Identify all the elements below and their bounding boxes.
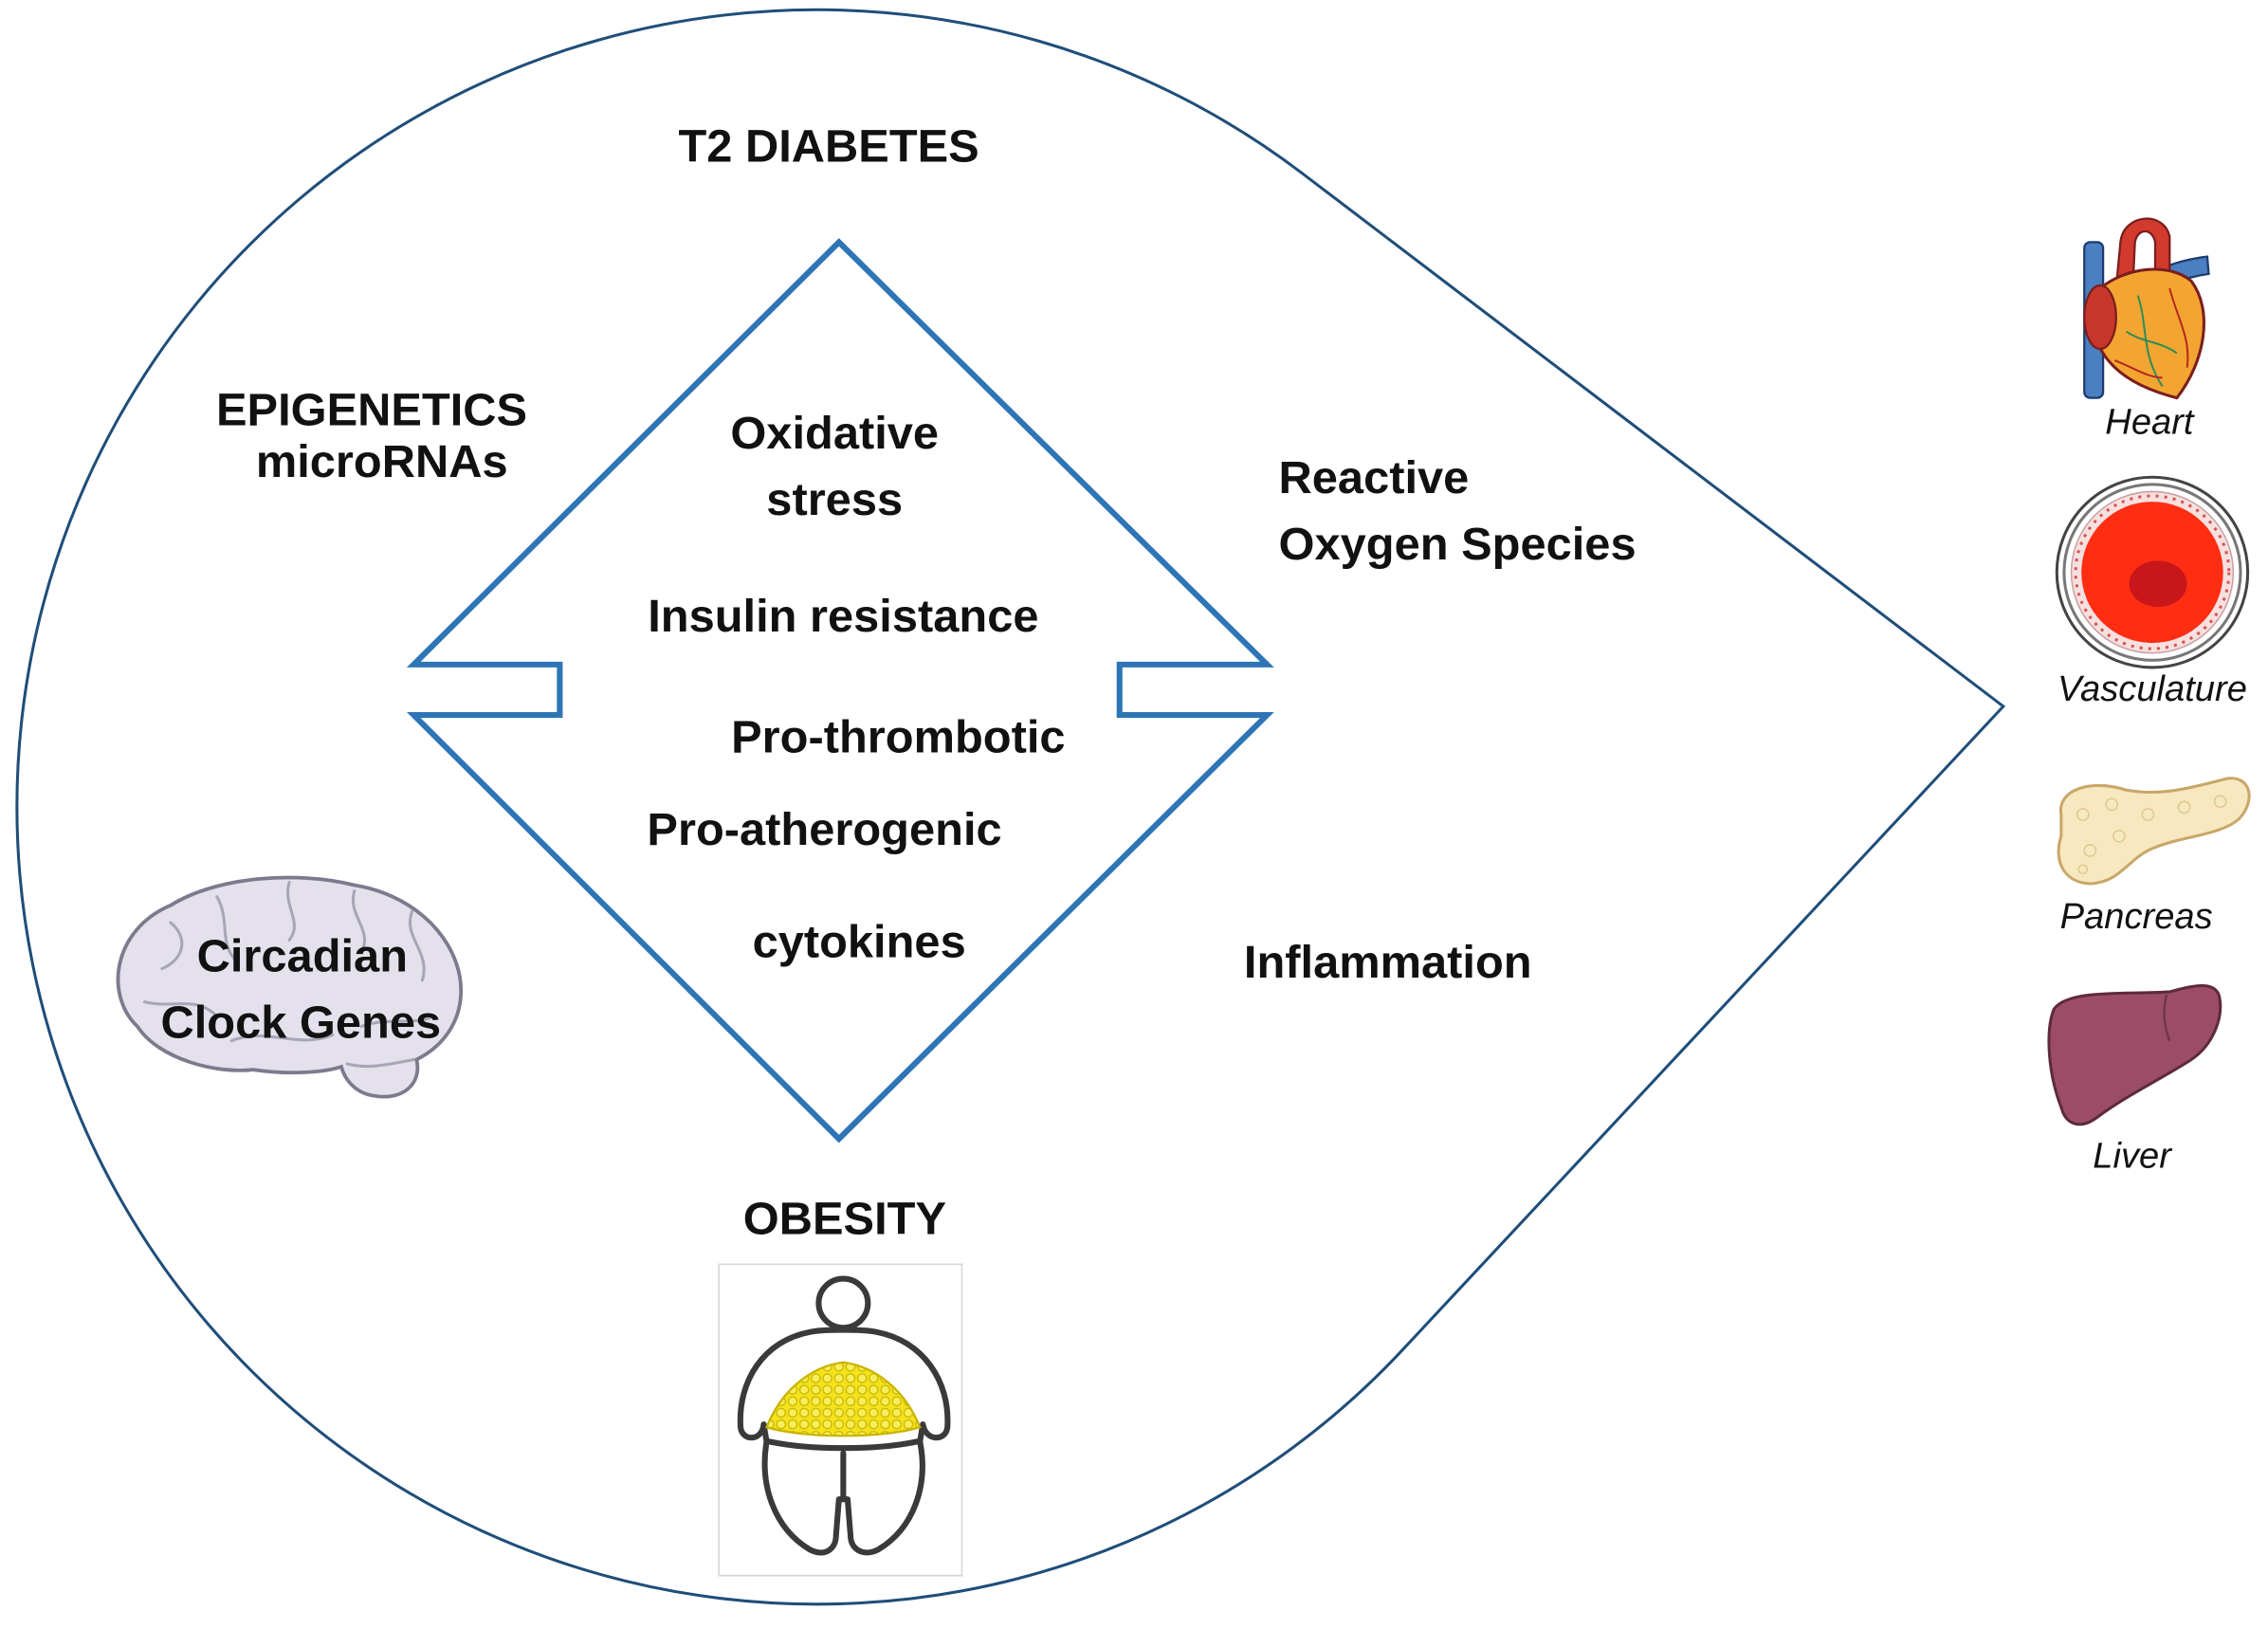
person-body [737, 1327, 951, 1556]
oxidative-label: Oxidative [730, 408, 939, 459]
micrornas-label: microRNAs [256, 436, 508, 487]
teardrop-outline [15, 8, 2006, 1606]
circadian-label: Circadian [197, 931, 408, 982]
pro-atherogenic-label: Pro-atherogenic [647, 804, 1001, 855]
clock-genes-label: Clock Genes [160, 998, 441, 1049]
oxygen-species-label: Oxygen Species [1279, 519, 1637, 570]
inflammation-label: Inflammation [1244, 937, 1532, 988]
heart-coronary-vessels [2113, 287, 2189, 387]
diamond-outline [406, 238, 1274, 1144]
obesity-label: OBESITY [743, 1193, 946, 1244]
vasculature-label: Vasculature [2058, 669, 2247, 709]
pancreas-texture [2076, 795, 2227, 875]
reactive-label: Reactive [1279, 452, 1470, 503]
insulin-resistance-label: Insulin resistance [648, 591, 1038, 642]
pancreas-icon [2057, 777, 2251, 886]
stress-label: stress [766, 474, 903, 525]
brain-shape [116, 875, 464, 1099]
obese-person-icon [718, 1263, 963, 1577]
person-head [815, 1275, 871, 1331]
epigenetics-label: EPIGENETICS [216, 385, 527, 436]
person-belly-fat [764, 1361, 922, 1437]
diamond-contents: Oxidative stress Insulin resistance Pro-… [647, 408, 1065, 968]
brain-gyri [143, 880, 436, 1069]
cytokines-label: cytokines [753, 917, 966, 968]
liver-lobe-line [2163, 994, 2171, 1042]
liver-label: Liver [2093, 1137, 2172, 1177]
pro-thrombotic-label: Pro-thrombotic [731, 712, 1065, 763]
person-legs-divider [766, 1438, 921, 1503]
heart-label: Heart [2105, 403, 2195, 443]
liver-icon [2047, 984, 2222, 1126]
vessel-lumen-core [2129, 560, 2187, 608]
liver-shape [2047, 984, 2222, 1126]
epigenetics-label-group: EPIGENETICS microRNAs [216, 385, 527, 488]
pancreas-label: Pancreas [2060, 897, 2213, 937]
heart-icon [2083, 217, 2210, 400]
heart-right-atrium [2083, 284, 2117, 351]
t2-diabetes-label: T2 DIABETES [678, 120, 979, 172]
blood-vessel-icon [2055, 475, 2250, 669]
brain-icon [116, 875, 464, 1099]
